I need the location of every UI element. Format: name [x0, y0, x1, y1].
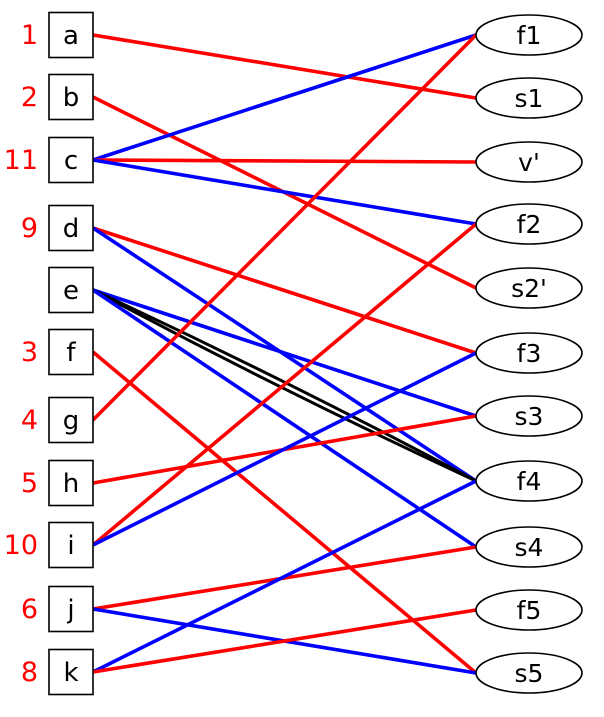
- edge-c-v': [92, 158, 477, 164]
- right-node-f2: f2: [475, 203, 583, 245]
- left-node-layer: a1 b2 c 11 d9 e f3 g4 h5 i 10 j6 k8: [4, 11, 94, 696]
- right-node-ellipse-s5: [475, 652, 583, 694]
- left-node-i: i 10: [4, 521, 94, 569]
- edge-k-f5: [92, 608, 477, 674]
- edge-f-s5: [91, 350, 478, 675]
- right-node-label-f4: f4: [517, 467, 542, 496]
- left-node-number-g: 4: [21, 405, 38, 436]
- left-node-box-j: [48, 585, 94, 633]
- right-node-label-f5: f5: [517, 596, 542, 625]
- left-node-label-k: k: [63, 658, 78, 688]
- right-node-f5: f5: [475, 589, 583, 631]
- edge-i-f3: [92, 351, 477, 547]
- edge-e-s4: [91, 288, 478, 549]
- left-node-number-a: 1: [21, 20, 38, 51]
- left-node-d: d9: [21, 204, 94, 252]
- left-node-label-d: d: [63, 214, 80, 244]
- edge-e-f4-1: [92, 288, 477, 483]
- left-node-label-h: h: [63, 469, 79, 499]
- left-node-j: j6: [21, 585, 94, 633]
- edge-k-f4: [92, 479, 477, 674]
- right-node-label-s2': s2': [511, 274, 547, 303]
- right-node-ellipse-s4: [475, 526, 583, 568]
- right-node-label-f1: f1: [517, 21, 542, 50]
- right-node-label-s5: s5: [515, 659, 544, 688]
- left-node-number-d: 9: [21, 213, 38, 244]
- left-node-box-d: [48, 204, 94, 252]
- right-node-s4: s4: [475, 526, 583, 568]
- left-node-g: g4: [21, 396, 94, 444]
- right-node-s3: s3: [475, 395, 583, 437]
- edge-c-f1: [92, 33, 477, 162]
- right-node-label-f3: f3: [517, 339, 542, 368]
- right-node-ellipse-f5: [475, 589, 583, 631]
- right-node-ellipse-f3: [475, 332, 583, 374]
- right-node-f1: f1: [475, 14, 583, 56]
- right-node-layer: f1 s1 v' f2 s2' f3 s3 f4 s4 f5 s5: [475, 14, 583, 694]
- left-node-label-a: a: [63, 21, 79, 51]
- edge-i-f2: [91, 222, 478, 547]
- left-node-label-f: f: [66, 338, 76, 368]
- left-node-number-f: 3: [21, 337, 38, 368]
- left-node-a: a1: [21, 11, 94, 59]
- left-node-box-i: [48, 521, 94, 569]
- left-node-c: c 11: [4, 136, 94, 184]
- left-node-label-e: e: [63, 276, 79, 306]
- left-node-box-c: [48, 136, 94, 184]
- left-node-number-b: 2: [21, 82, 38, 113]
- edge-d-f3: [92, 226, 477, 355]
- left-node-f: f3: [21, 328, 94, 376]
- right-node-f3: f3: [475, 332, 583, 374]
- right-node-ellipse-s3: [475, 395, 583, 437]
- edge-g-f1: [91, 33, 478, 422]
- left-node-number-i: 10: [4, 530, 38, 561]
- right-node-ellipse-s2': [475, 267, 583, 309]
- left-node-k: k8: [21, 648, 94, 696]
- left-node-number-h: 5: [21, 468, 38, 499]
- left-node-box-e: [48, 266, 94, 314]
- left-node-h: h5: [21, 459, 94, 507]
- right-node-label-s1: s1: [515, 84, 544, 113]
- left-node-box-k: [48, 648, 94, 696]
- left-node-box-b: [48, 73, 94, 121]
- right-node-v': v': [475, 141, 583, 183]
- left-node-label-j: j: [66, 595, 74, 625]
- edge-c-f2: [92, 158, 477, 226]
- right-node-label-f2: f2: [517, 210, 542, 239]
- left-node-e: e: [48, 266, 94, 314]
- left-node-b: b2: [21, 73, 94, 121]
- left-node-label-g: g: [63, 406, 80, 436]
- right-node-label-s4: s4: [515, 533, 544, 562]
- right-node-s2': s2': [475, 267, 583, 309]
- left-node-number-c: 11: [4, 145, 38, 176]
- right-node-s1: s1: [475, 77, 583, 119]
- left-node-number-k: 8: [21, 657, 38, 688]
- right-node-f4: f4: [475, 460, 583, 502]
- left-node-label-c: c: [64, 146, 78, 176]
- left-node-box-h: [48, 459, 94, 507]
- edge-a-s1: [92, 33, 477, 100]
- right-node-s5: s5: [475, 652, 583, 694]
- left-node-box-a: [48, 11, 94, 59]
- left-node-box-f: [48, 328, 94, 376]
- right-node-ellipse-f4: [475, 460, 583, 502]
- right-node-ellipse-v': [475, 141, 583, 183]
- edge-e-s3: [92, 288, 477, 418]
- right-node-ellipse-s1: [475, 77, 583, 119]
- left-node-label-b: b: [63, 83, 80, 113]
- right-node-label-v': v': [518, 148, 540, 177]
- edge-layer: [91, 33, 478, 675]
- left-node-number-j: 6: [21, 594, 38, 625]
- left-node-label-i: i: [67, 531, 74, 561]
- left-node-box-g: [48, 396, 94, 444]
- right-node-label-s3: s3: [515, 402, 544, 431]
- right-node-ellipse-f1: [475, 14, 583, 56]
- right-node-ellipse-f2: [475, 203, 583, 245]
